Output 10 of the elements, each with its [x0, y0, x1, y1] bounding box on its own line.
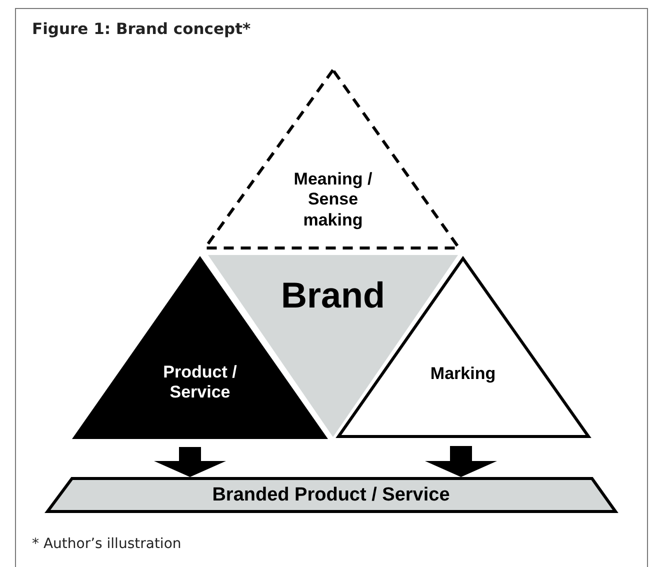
block-arrow	[425, 446, 497, 477]
node-label: Brand	[280, 273, 386, 317]
trapezoid	[46, 477, 617, 513]
node-label: Meaning / Sense making	[292, 169, 374, 231]
node-label: Product / Service	[162, 362, 238, 404]
footnote: * Author’s illustration	[32, 536, 182, 552]
node-label: Marking	[429, 364, 497, 384]
node-label: Branded Product / Service	[211, 484, 451, 508]
block-arrow	[154, 447, 226, 477]
figure-title: Figure 1: Brand concept*	[32, 20, 251, 38]
